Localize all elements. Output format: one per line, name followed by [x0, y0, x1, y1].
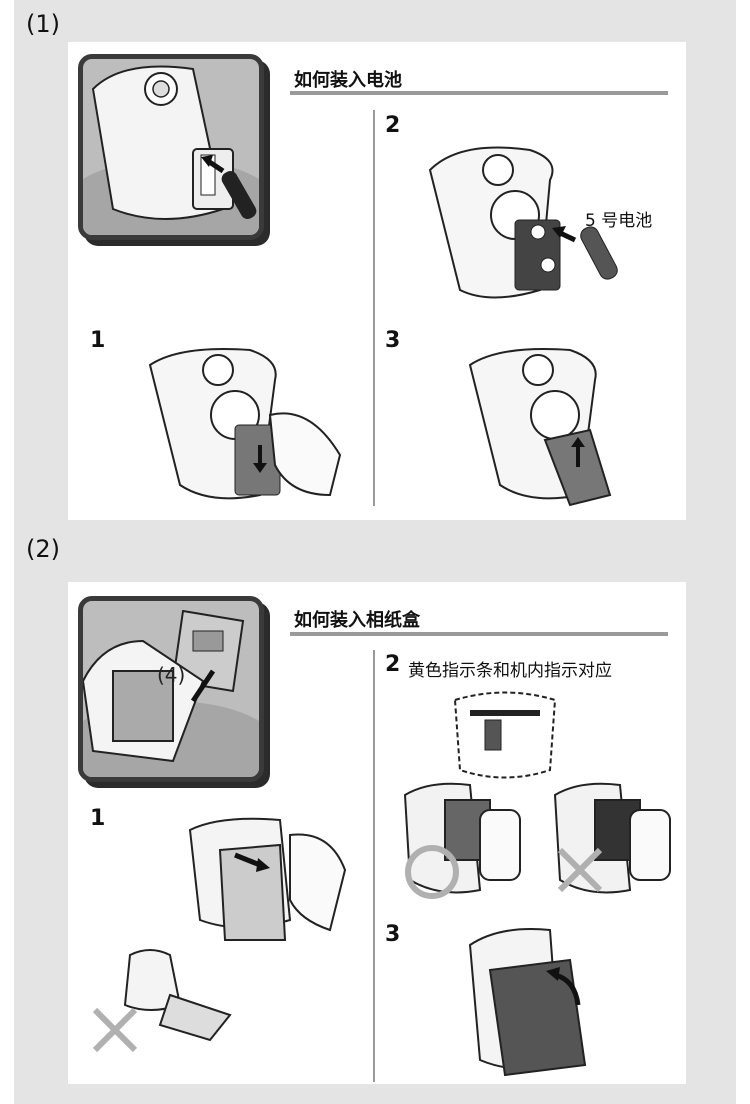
section-2-step-2-number: 2	[385, 652, 401, 677]
wrong-door-opening-illustration	[92, 949, 232, 1053]
close-back-door-illustration	[468, 928, 587, 1077]
correct-circle-mark	[405, 845, 459, 899]
section-1-step-2-number: 2	[385, 113, 401, 138]
camera-battery-illustration	[83, 65, 259, 235]
section-2-title: 如何装入相纸盒	[294, 610, 420, 631]
section-1-title: 如何装入电池	[294, 70, 402, 91]
incorrect-cross-mark	[557, 847, 603, 893]
film-pack-thumbnail: (4)	[78, 596, 264, 782]
camera-film-illustration	[83, 609, 259, 777]
section-2-step-3-number: 3	[385, 922, 401, 947]
correct-insertion-illustration	[403, 782, 521, 899]
section-1-column-divider	[373, 110, 375, 506]
close-battery-cover-illustration	[468, 348, 612, 507]
incorrect-insertion-illustration	[553, 782, 671, 894]
section-2-column-divider	[373, 650, 375, 1082]
section-1-title-underline	[290, 91, 668, 95]
section-2-step-2-caption: 黄色指示条和机内指示对应	[408, 661, 612, 681]
open-battery-cover-illustration	[148, 348, 342, 500]
section-2-title-underline	[290, 632, 668, 636]
battery-type-callout: 5 号电池	[585, 211, 653, 231]
thumbnail-step-marker: (4)	[157, 663, 186, 687]
indicator-detail-illustration	[453, 691, 557, 779]
section-2-step-1-number: 1	[90, 806, 106, 831]
section-1-label: (1)	[26, 10, 60, 38]
section-1-step-3-number: 3	[385, 328, 401, 353]
section-1-step-1-number: 1	[90, 328, 106, 353]
wrong-cross-mark	[92, 1007, 138, 1053]
open-back-door-illustration	[188, 817, 347, 941]
insert-batteries-illustration	[428, 146, 618, 299]
section-2-label: (2)	[26, 535, 60, 563]
battery-thumbnail	[78, 54, 264, 240]
